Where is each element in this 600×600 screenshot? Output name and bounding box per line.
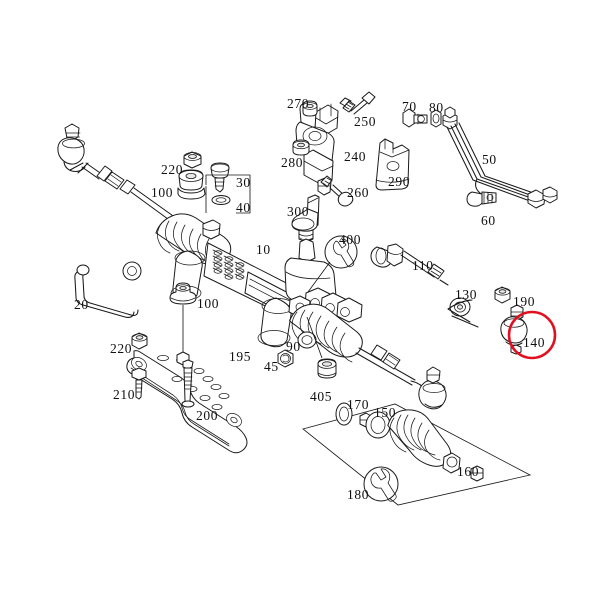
callout-return-hose: 20 (74, 297, 89, 312)
leader-405 (306, 316, 323, 359)
return-hose-20 (74, 261, 142, 318)
callout-bracket: 300 (287, 204, 310, 219)
nut-220-lower (131, 332, 148, 350)
callout-banjo-bolt: 70 (402, 99, 417, 114)
callout-special-tool: 180 (347, 487, 370, 502)
seal-ring-80 (430, 109, 442, 128)
callout-bolt: 200 (196, 408, 219, 423)
callout-plug: 45 (264, 359, 279, 374)
left-tie-rod-assembly (57, 123, 177, 223)
nut-220-upper (183, 151, 202, 169)
callout-steering-gear: 10 (256, 242, 271, 257)
callout-inner-tie-rod: 110 (412, 258, 434, 273)
bolt-210 (131, 367, 147, 400)
callout-clamp: 160 (457, 464, 480, 479)
banjo-bolt-70 (402, 108, 428, 128)
callout-special-tool: 400 (339, 232, 362, 247)
highlight-circle-140 (507, 310, 557, 360)
callout-universal-joint: 240 (344, 149, 367, 164)
heat-shield-290 (375, 138, 410, 191)
callout-nut: 220 (110, 341, 133, 356)
callout-special-tool: 405 (310, 389, 333, 404)
callout-bushing: 280 (281, 155, 304, 170)
pressure-lines-50 (442, 106, 558, 209)
callout-pressure-line: 50 (482, 152, 497, 167)
inner-tie-rod-110 (370, 243, 449, 286)
callout-clamp-ring: 170 (347, 397, 370, 412)
callout-bolt: 210 (113, 387, 136, 402)
callout-mounting-bushing: 100 (197, 296, 220, 311)
nut-190 (494, 286, 511, 304)
leader-400 (307, 261, 331, 293)
bolt-260 (320, 175, 354, 207)
bushing-280 (292, 139, 310, 156)
callout-seal-ring: 40 (236, 200, 251, 215)
plug-45 (277, 349, 294, 368)
callout-plug: 30 (236, 175, 251, 190)
callout-bolt: 260 (347, 185, 370, 200)
bolt-60 (466, 191, 497, 207)
callout-front-axle-carrier: 195 (229, 349, 252, 364)
clamp-ring-130 (449, 297, 471, 317)
right-outer-tie-rod (355, 344, 447, 410)
bushing-270 (302, 100, 318, 117)
plug-30 (210, 162, 230, 193)
callout-clamp: 150 (374, 405, 397, 420)
callout-nut: 220 (161, 162, 184, 177)
tool-405 (317, 358, 337, 379)
callout-clamp-ring: 130 (455, 287, 478, 302)
callout-outer-tie-rod-end: 140 (523, 335, 546, 350)
bolt-200 (181, 359, 195, 408)
callout-seal-ring: 90 (286, 339, 301, 354)
callout-heat-shield: 290 (388, 174, 411, 189)
tool-400 (324, 235, 358, 269)
seal-ring-90 (297, 331, 317, 349)
valve-housing (284, 226, 363, 323)
callout-bolt: 60 (481, 213, 496, 228)
boot-kit-inset (302, 402, 532, 506)
seal-ring-40 (211, 195, 231, 205)
bushing-100-lower (169, 282, 197, 305)
leader-30-40 (205, 174, 251, 214)
bushing-100-upper (177, 169, 206, 200)
callout-nut: 190 (513, 294, 536, 309)
callout-mounting-bushing: 100 (151, 185, 174, 200)
bracket-300 (291, 194, 320, 232)
callout-bolt: 250 (354, 114, 377, 129)
bolt-250 (339, 91, 376, 115)
callout-sealing-ring: 80 (429, 100, 444, 115)
callout-bushing: 270 (287, 96, 310, 111)
